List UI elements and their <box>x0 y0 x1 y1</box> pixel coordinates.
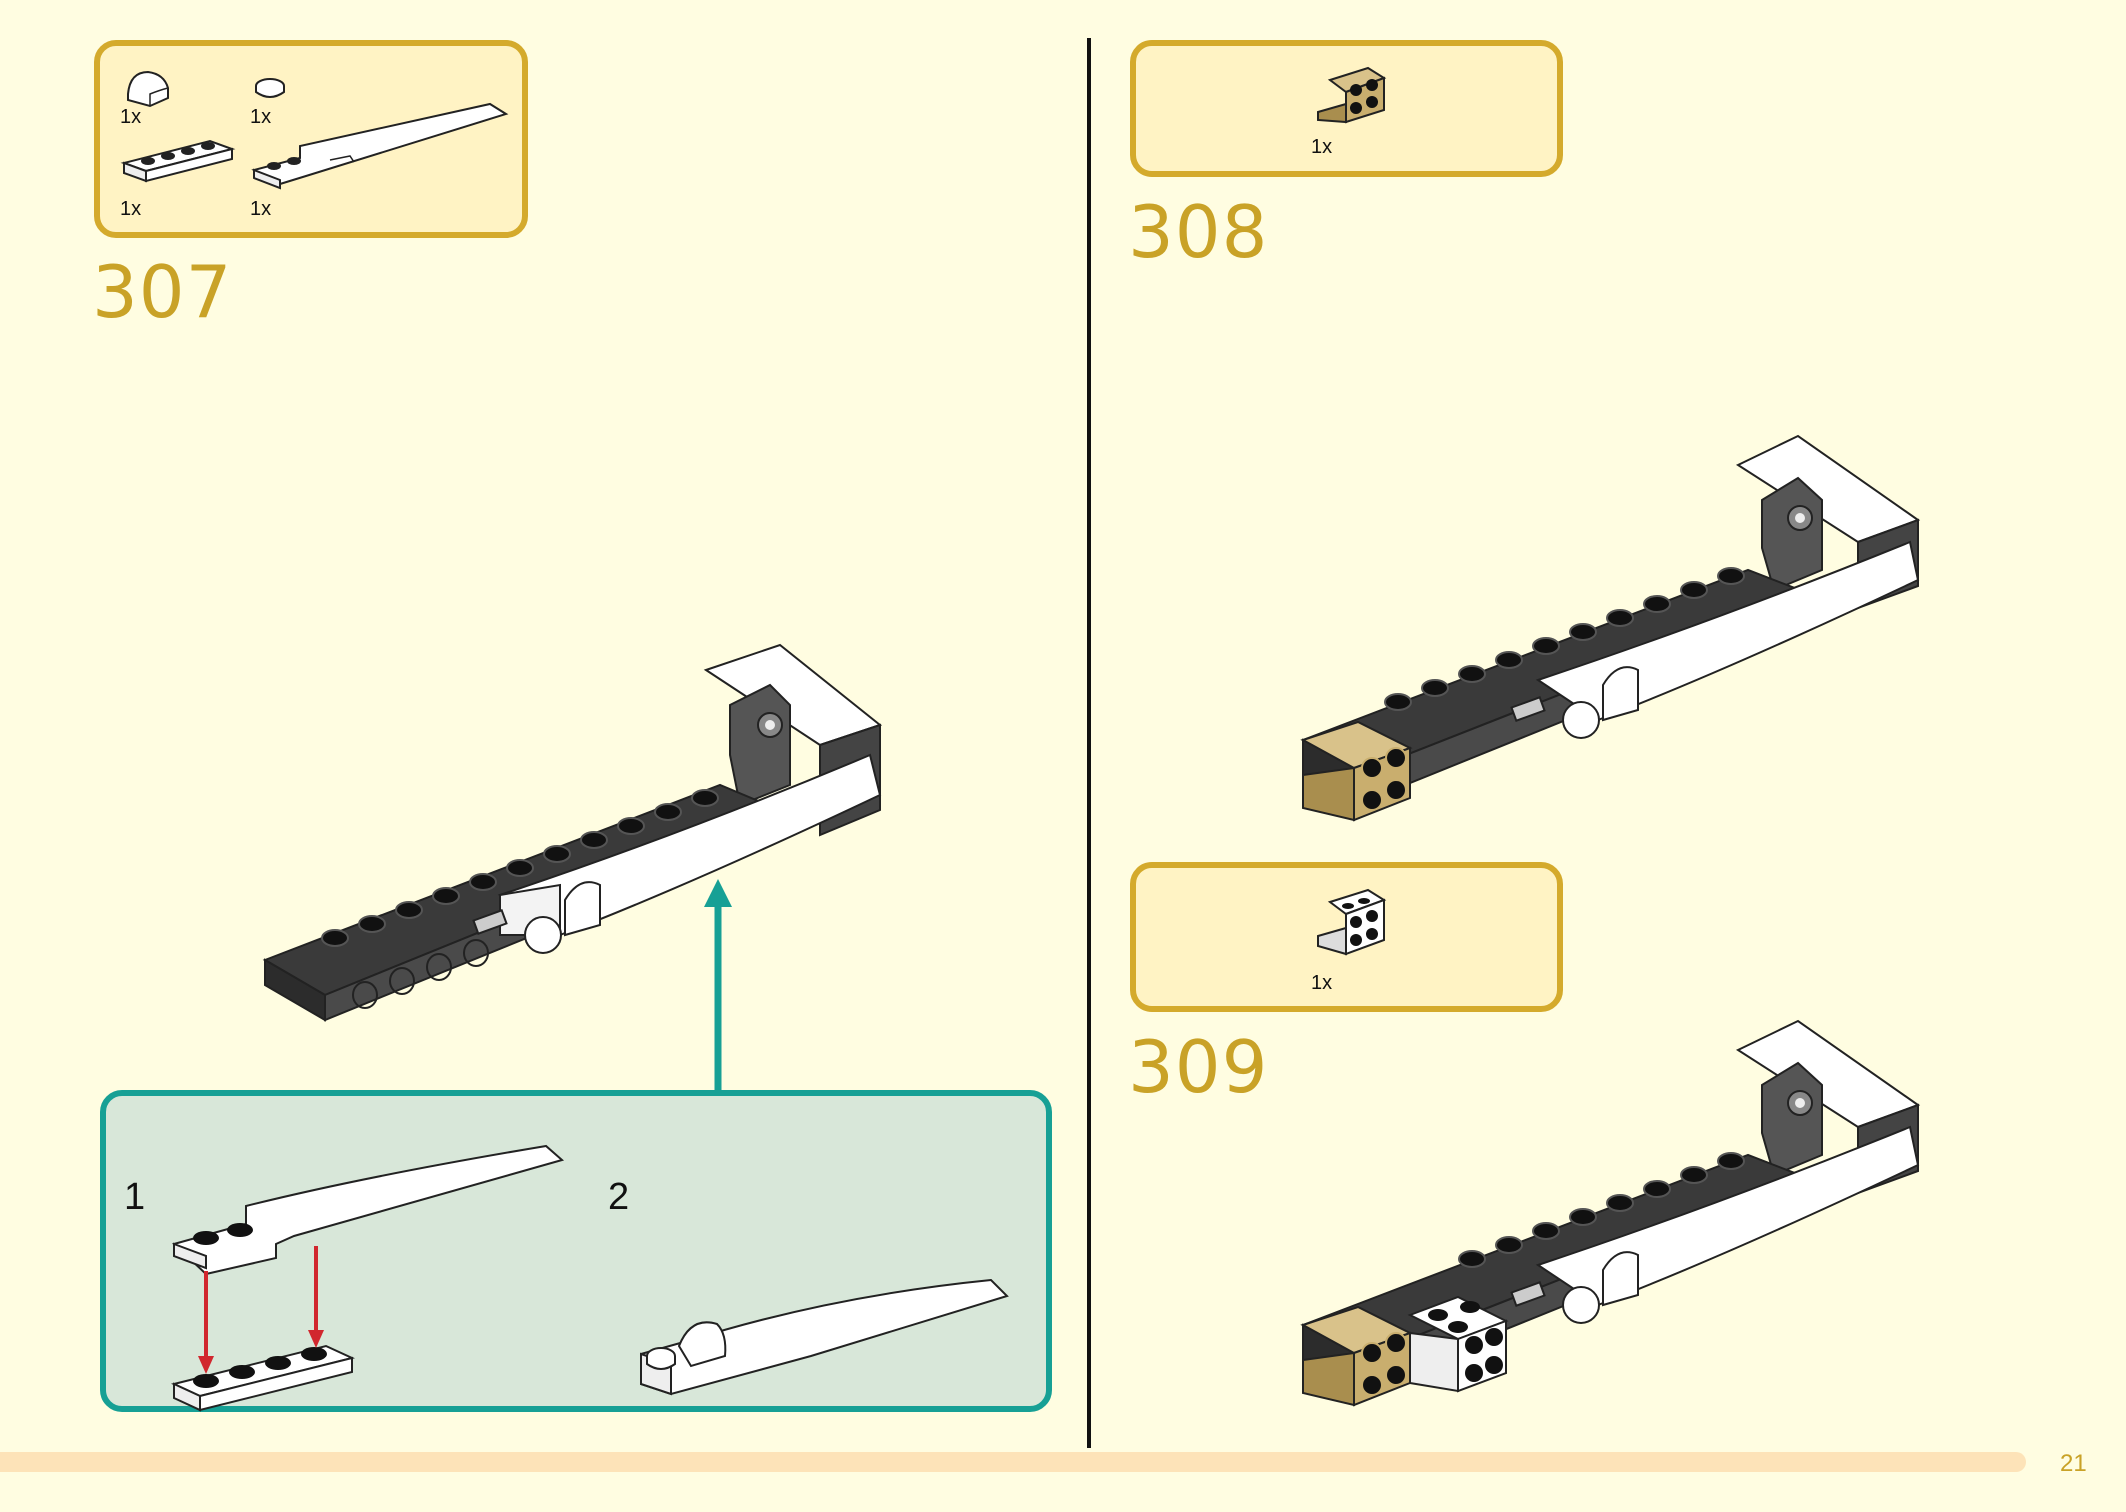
part-qty: 1x <box>250 198 272 220</box>
plate-1x4-part-icon <box>120 139 236 183</box>
round-tile-part-icon <box>255 78 285 98</box>
parts-box-step-308: 1x <box>1130 40 1563 177</box>
bracket-tan-part-icon <box>1317 66 1387 124</box>
step-number: 307 <box>92 250 233 334</box>
step-number: 309 <box>1128 1025 1269 1109</box>
model-illustration-307 <box>262 643 883 1022</box>
sub-step-number: 2 <box>608 1176 630 1218</box>
model-illustration-309 <box>1300 1019 1921 1407</box>
parts-box-step-309: 1x <box>1130 862 1563 1012</box>
sub-assembly-panel: 1 2 <box>100 1090 1052 1412</box>
page-divider <box>1087 38 1091 1448</box>
sub-step-1-illustration <box>171 1144 565 1412</box>
model-illustration-308 <box>1300 434 1921 822</box>
callout-arrow-icon <box>704 879 732 1093</box>
part-qty: 1x <box>1311 972 1333 994</box>
long-curved-slope-part-icon <box>251 102 509 190</box>
part-qty: 1x <box>120 198 142 220</box>
sub-step-2-illustration <box>640 1278 1009 1396</box>
step-number: 308 <box>1128 190 1269 274</box>
sub-step-number: 1 <box>124 1176 146 1218</box>
parts-box-step-307: 1x 1x 1x 1x <box>94 40 528 238</box>
part-qty: 1x <box>120 106 142 128</box>
part-qty: 1x <box>250 106 272 128</box>
part-qty: 1x <box>1311 136 1333 158</box>
curved-slope-part-icon <box>127 70 169 108</box>
bracket-white-part-icon <box>1317 888 1387 956</box>
page-number: 21 <box>2060 1450 2087 1477</box>
footer-bar <box>0 1452 2026 1472</box>
